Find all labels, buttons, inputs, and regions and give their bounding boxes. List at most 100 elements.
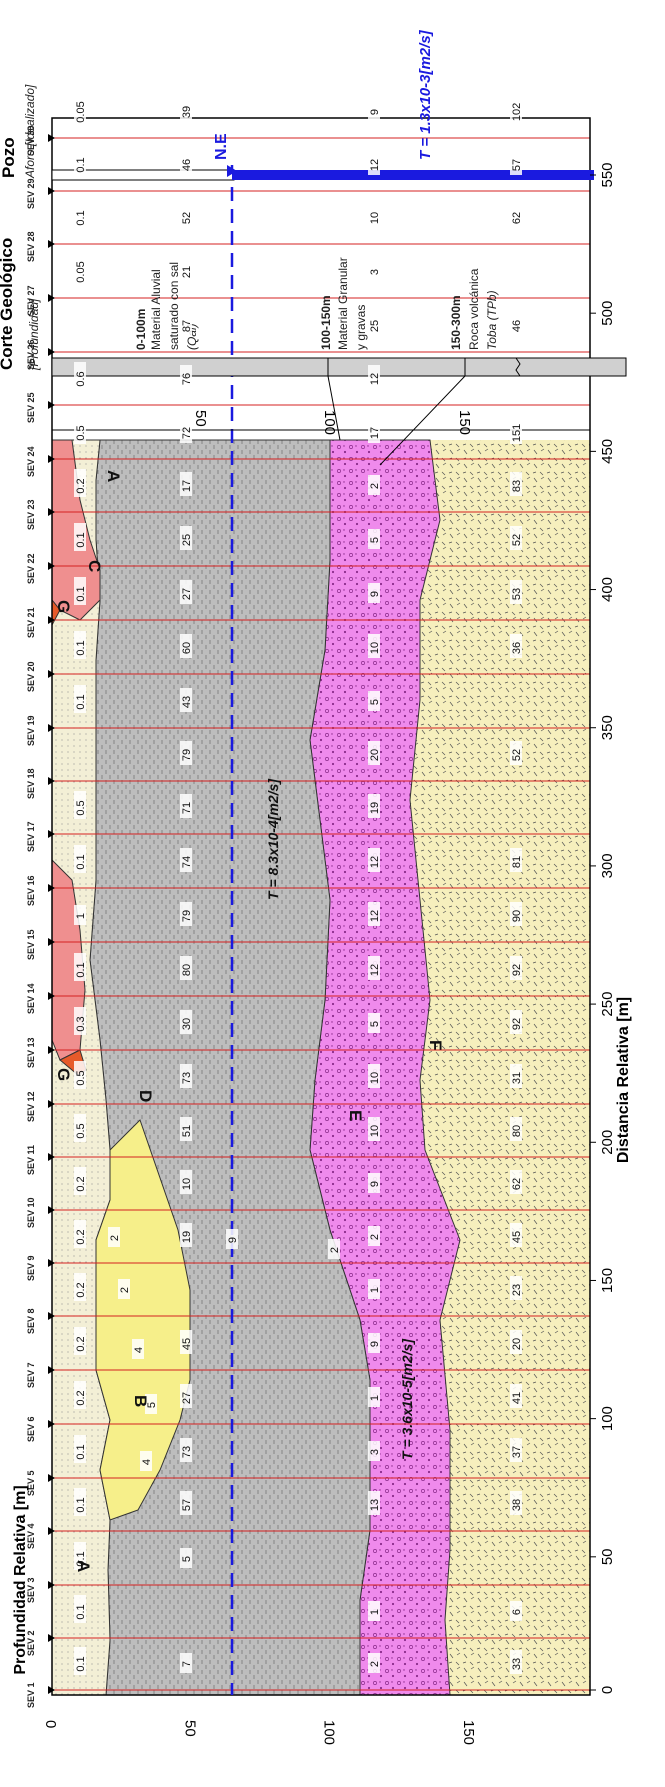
resistivity-a-bg xyxy=(74,685,86,713)
resistivity-d-bg xyxy=(180,204,192,228)
resistivity-e-bg xyxy=(368,312,380,336)
resistivity-a-bg xyxy=(74,92,86,124)
sev-marker xyxy=(48,938,55,946)
resistivity-a-bg xyxy=(74,1327,86,1355)
resistivity-f-bg xyxy=(510,741,522,765)
resistivity-d-bg xyxy=(180,151,192,175)
resistivity-e: 10 xyxy=(369,1072,381,1084)
resistivity-d-bg xyxy=(180,1330,192,1354)
resistivity-d: 27 xyxy=(181,1392,193,1404)
resistivity-f-bg xyxy=(510,1117,522,1141)
resistivity-d-bg xyxy=(180,472,192,496)
depth-ticks: 50 100 150 xyxy=(192,410,473,435)
sev-label: SEV 9 xyxy=(26,1255,36,1281)
sev-marker xyxy=(48,1420,55,1428)
resistivity-d-bg xyxy=(180,365,192,389)
resistivity-d: 19 xyxy=(181,1231,193,1243)
resistivity-a: 0.1 xyxy=(75,210,87,225)
sev-label: SEV 11 xyxy=(26,1145,36,1175)
y-tick-label: 150 xyxy=(460,1720,477,1745)
resistivity-d-bg xyxy=(180,1170,192,1194)
resistivity-e: 12 xyxy=(369,159,381,171)
sev-label: SEV 13 xyxy=(26,1037,36,1068)
resistivity-e: 2 xyxy=(369,1661,381,1667)
well-title: Pozo xyxy=(0,137,18,178)
resistivity-d: 30 xyxy=(181,1018,193,1030)
resistivity-d: 71 xyxy=(181,802,193,814)
resistivity-a: 0.3 xyxy=(75,1016,87,1031)
resistivity-e-bg xyxy=(368,902,380,926)
resistivity-f-bg xyxy=(510,1438,522,1462)
resistivity-d-bg xyxy=(180,1491,192,1515)
resistivity-a-bg xyxy=(74,1061,86,1089)
resistivity-f: 41 xyxy=(511,1392,523,1404)
resistivity-d-bg xyxy=(180,312,192,336)
well-bar-blue xyxy=(232,170,594,180)
resistivity-e: 10 xyxy=(369,642,381,654)
resistivity-a: 0.2 xyxy=(75,1336,87,1351)
resistivity-a-bg xyxy=(74,1114,86,1142)
sev-marker xyxy=(48,830,55,838)
x-tick-label: 400 xyxy=(599,577,616,602)
sev-marker xyxy=(48,134,55,142)
x-tick-label: 150 xyxy=(599,1268,616,1293)
resistivity-d: 2 xyxy=(329,1247,341,1253)
sev-label: SEV 6 xyxy=(26,1416,36,1442)
sev-label: SEV 27 xyxy=(26,285,36,316)
resistivity-f: 80 xyxy=(511,1125,523,1137)
resistivity-a-bg xyxy=(74,845,86,873)
resistivity-f: 81 xyxy=(511,856,523,868)
resistivity-f: 92 xyxy=(511,1018,523,1030)
sev-lines xyxy=(52,137,590,1691)
resistivity-a-bg xyxy=(74,362,86,390)
resistivity-f: 62 xyxy=(511,1178,523,1190)
resistivity-a-bg xyxy=(74,1647,86,1675)
resistivity-a: 0.6 xyxy=(75,371,87,386)
resistivity-e-bg xyxy=(368,1226,380,1246)
resistivity-d-bg xyxy=(180,258,192,282)
resistivity-f-bg xyxy=(510,1491,522,1515)
resistivity-e: 9 xyxy=(369,1341,381,1347)
resistivity-d-bg xyxy=(180,580,192,604)
resistivity-f: 151 xyxy=(511,424,523,442)
resistivity-d: 27 xyxy=(181,588,193,600)
resistivity-e-bg xyxy=(368,1117,380,1141)
resistivity-d-bg xyxy=(180,1384,192,1408)
resistivity-a-bg xyxy=(74,905,86,925)
x-tick-label: 300 xyxy=(599,853,616,878)
resistivity-d: 60 xyxy=(181,642,193,654)
resistivity-f-bg xyxy=(510,902,522,926)
resistivity-e: 9 xyxy=(369,1181,381,1187)
resistivity-f-bg xyxy=(510,151,522,175)
layer-label-g2: G xyxy=(54,1068,73,1081)
resistivity-e-bg xyxy=(368,1013,380,1033)
resistivity-a: 0.1 xyxy=(75,157,87,172)
break-symbol xyxy=(515,357,521,377)
sev-marker xyxy=(48,616,55,624)
resistivity-e: 3 xyxy=(369,1449,381,1455)
resistivity-d-bg xyxy=(180,902,192,926)
geo2-line2: y gravas xyxy=(354,305,368,350)
resistivity-d: 39 xyxy=(181,106,193,118)
resistivity-f: 33 xyxy=(511,1658,523,1670)
sev-marker xyxy=(48,1206,55,1214)
resistivity-d: 10 xyxy=(181,1178,193,1190)
resistivity-e-bg xyxy=(368,1064,380,1088)
sev-marker xyxy=(48,670,55,678)
resistivity-e-bg xyxy=(368,475,380,495)
resistivity-d: 79 xyxy=(181,910,193,922)
resistivity-a: 0.1 xyxy=(75,694,87,709)
geo3-unit: Toba (TPb) xyxy=(485,290,499,350)
resistivity-d-bg xyxy=(180,794,192,818)
header-labels: Corte Geológico [Profundidad] Pozo Aforo… xyxy=(0,29,499,371)
resistivity-f: 37 xyxy=(511,1446,523,1458)
resistivity-e-bg xyxy=(368,204,380,228)
resistivity-e-bg xyxy=(368,419,380,443)
resistivity-a-bg xyxy=(74,631,86,659)
resistivity-f: 62 xyxy=(511,212,523,224)
resistivity-e-bg xyxy=(368,848,380,872)
sev-label: SEV 14 xyxy=(26,983,36,1014)
resistivity-e: 10 xyxy=(369,212,381,224)
resistivity-f-bg xyxy=(510,1650,522,1674)
layer-label-d: D xyxy=(136,1090,155,1102)
